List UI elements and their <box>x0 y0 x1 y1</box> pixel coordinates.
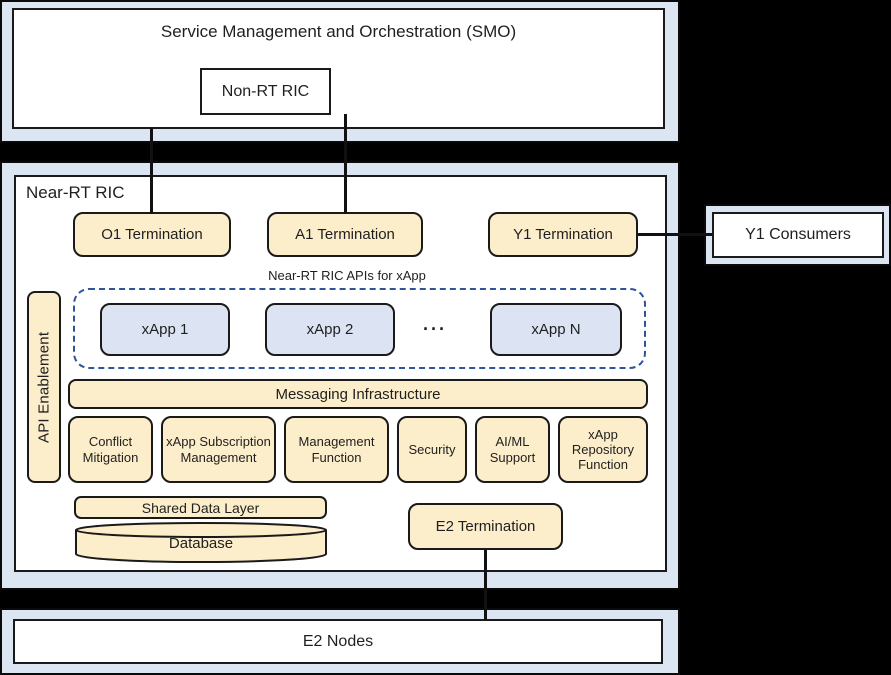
messaging-infrastructure-box: Messaging Infrastructure <box>68 379 648 409</box>
xapp-ellipsis: ··· <box>423 319 447 339</box>
security-box: Security <box>397 416 467 483</box>
management-function-label: Management Function <box>298 434 375 465</box>
o1-termination-box: O1 Termination <box>73 212 231 257</box>
connector-e2 <box>484 549 487 620</box>
y1-termination-box: Y1 Termination <box>488 212 638 257</box>
ai-ml-support-label: AI/ML Support <box>489 434 536 465</box>
xapp-repository-function-label: xApp Repository Function <box>571 426 635 473</box>
api-enablement-label: API Enablement <box>35 331 53 443</box>
a1-termination-label: A1 Termination <box>295 226 395 243</box>
conflict-mitigation-label: Conflict Mitigation <box>82 434 139 465</box>
connector-smo-o1 <box>150 128 153 214</box>
e2-termination-box: E2 Termination <box>408 503 563 550</box>
xapp-n-box: xApp N <box>490 303 622 356</box>
y1-consumers-label: Y1 Consumers <box>745 226 851 243</box>
non-rt-ric-label: Non-RT RIC <box>221 82 310 100</box>
y1-termination-label: Y1 Termination <box>513 226 613 243</box>
api-enablement-box: API Enablement <box>27 291 61 483</box>
y1-consumers-box: Y1 Consumers <box>712 212 884 258</box>
shared-data-layer-box: Shared Data Layer <box>74 496 327 519</box>
e2-nodes-label: E2 Nodes <box>302 632 374 650</box>
connector-nonrtric-a1 <box>344 114 347 214</box>
ai-ml-support-box: AI/ML Support <box>475 416 550 483</box>
shared-data-layer-label: Shared Data Layer <box>141 499 260 516</box>
near-rt-ric-label: Near-RT RIC <box>26 183 125 202</box>
xapp-subscription-management-box: xApp Subscription Management <box>161 416 276 483</box>
xapp-2-box: xApp 2 <box>265 303 395 356</box>
security-label: Security <box>408 441 456 457</box>
xapp-api-caption: Near-RT RIC APIs for xApp <box>268 268 426 283</box>
e2-nodes-box: E2 Nodes <box>13 619 663 664</box>
o1-termination-label: O1 Termination <box>101 226 203 243</box>
non-rt-ric-box: Non-RT RIC <box>200 68 331 115</box>
smo-box: Service Management and Orchestration (SM… <box>12 8 665 129</box>
conflict-mitigation-box: Conflict Mitigation <box>68 416 153 483</box>
messaging-infrastructure-label: Messaging Infrastructure <box>275 385 441 403</box>
smo-title: Service Management and Orchestration (SM… <box>160 22 517 41</box>
xapp-1-label: xApp 1 <box>141 321 189 338</box>
xapp-2-label: xApp 2 <box>306 321 354 338</box>
database-label: Database <box>168 535 234 552</box>
xapp-subscription-management-label: xApp Subscription Management <box>166 434 271 465</box>
e2-termination-label: E2 Termination <box>435 518 536 535</box>
connector-y1 <box>638 233 712 236</box>
database-cylinder-shape <box>75 522 327 563</box>
xapp-1-box: xApp 1 <box>100 303 230 356</box>
management-function-box: Management Function <box>284 416 389 483</box>
xapp-n-label: xApp N <box>531 321 581 338</box>
xapp-api-dashed-boundary <box>73 288 646 369</box>
xapp-repository-function-box: xApp Repository Function <box>558 416 648 483</box>
database-cylinder: Database <box>74 521 328 564</box>
a1-termination-box: A1 Termination <box>267 212 423 257</box>
